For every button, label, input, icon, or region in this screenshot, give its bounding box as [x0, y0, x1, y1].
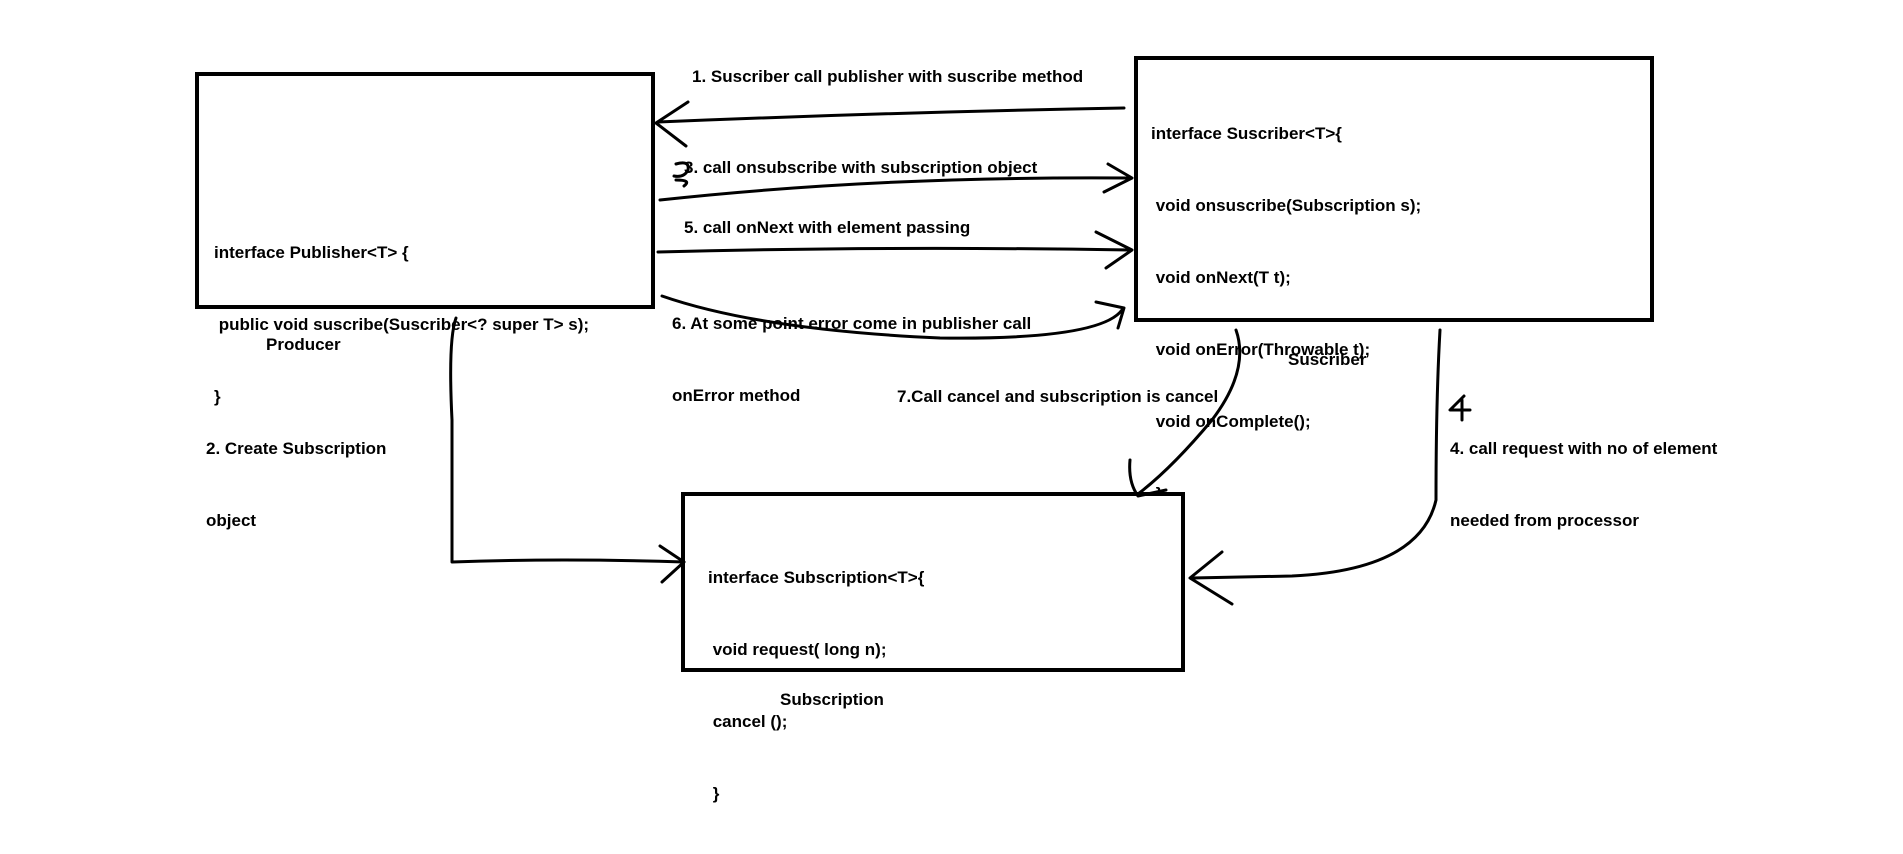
publisher-box [195, 72, 655, 309]
code-line: void onError(Throwable t); [1151, 340, 1371, 359]
arrow-label-6-line: onError method [672, 386, 801, 405]
arrow-label-2-line: object [206, 511, 257, 530]
publisher-code: interface Publisher<T> { public void sus… [214, 193, 589, 457]
arrow-7-line [1136, 328, 1242, 496]
arrow-5-head [1094, 230, 1134, 270]
arrow-3-digit-mark [672, 161, 690, 188]
code-line: public void suscribe(Suscriber<? super T… [214, 315, 590, 334]
code-line: void onNext(T t); [1151, 268, 1291, 287]
flow-diagram: interface Publisher<T> { public void sus… [195, 56, 1717, 803]
arrow-1-head [654, 100, 690, 148]
code-line: interface Suscriber<T>{ [1151, 124, 1342, 143]
producer-caption: Producer [266, 335, 341, 354]
arrow-7-head [1128, 458, 1168, 498]
arrow-4-digit-mark [1448, 394, 1472, 422]
arrow-label-2-line: 2. Create Subscription [206, 439, 387, 458]
arrow-6-head [1094, 300, 1126, 330]
code-line: void onComplete(); [1151, 412, 1311, 431]
arrow-label-4-line: 4. call request with no of element [1450, 439, 1718, 458]
subscriber-code: interface Suscriber<T>{ void onsuscribe(… [1151, 74, 1421, 554]
arrow-1-line [656, 106, 1126, 124]
arrow-6-line [660, 294, 1124, 340]
code-line: void request( long n); [708, 640, 887, 659]
arrow-4-line [1190, 328, 1442, 580]
subscription-caption: Subscription [780, 690, 884, 709]
arrow-label-3: 3. call onsubscribe with subscription ob… [684, 158, 1038, 177]
arrow-3-line [658, 176, 1132, 202]
arrow-5-line [656, 246, 1132, 254]
arrow-2-head [658, 544, 686, 584]
arrows-layer [449, 100, 1472, 606]
arrow-4-head [1188, 550, 1234, 606]
subscription-box [681, 492, 1185, 672]
arrow-label-7: 7.Call cancel and subscription is cancel [897, 387, 1219, 406]
arrow-3-head [1102, 162, 1134, 194]
arrow-label-4: 4. call request with no of element neede… [1450, 389, 1717, 581]
code-line: interface Subscription<T>{ [708, 568, 925, 587]
subscriber-box [1134, 56, 1654, 322]
subscription-code: interface Subscription<T>{ void request(… [708, 518, 924, 854]
arrow-label-1: 1. Suscriber call publisher with suscrib… [692, 67, 1084, 86]
code-line: void onsuscribe(Subscription s); [1151, 196, 1422, 215]
suscriber-caption: Suscriber [1288, 350, 1367, 369]
code-line: interface Publisher<T> { [214, 243, 409, 262]
code-line: } [708, 784, 720, 803]
arrow-label-2: 2. Create Subscription object [206, 389, 386, 581]
arrow-label-4-line: needed from processor [1450, 511, 1639, 530]
arrow-2-line [449, 316, 686, 564]
code-line: } [214, 387, 221, 406]
code-line: cancel (); [708, 712, 788, 731]
arrow-label-5: 5. call onNext with element passing [684, 218, 971, 237]
